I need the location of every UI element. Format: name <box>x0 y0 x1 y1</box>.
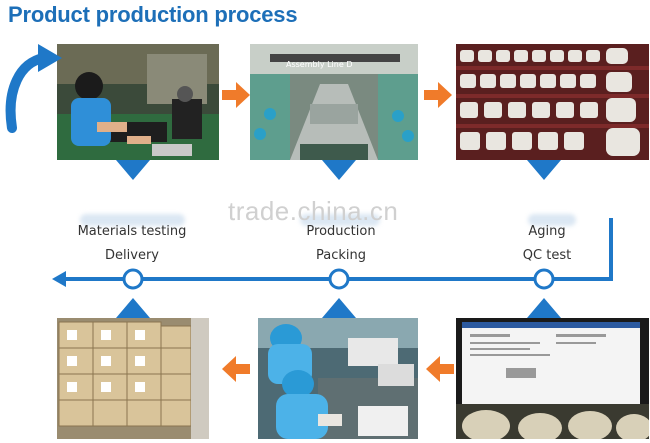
triangle-down-2-icon <box>322 160 356 180</box>
triangle-up-1-icon <box>116 298 150 318</box>
label-production: Production <box>306 224 376 239</box>
orange-arrow-right-2-icon <box>424 82 452 108</box>
watermark: trade.china.cn <box>228 196 399 226</box>
triangle-up-3-icon <box>527 298 561 318</box>
triangle-down-1-icon <box>116 160 150 180</box>
orange-arrow-right-1-icon <box>222 82 250 108</box>
page-title: Product production process <box>8 2 298 27</box>
photo-packing-workers <box>258 318 418 439</box>
flow-node-left <box>122 268 144 290</box>
flow-node-right <box>533 268 555 290</box>
label-aging: Aging <box>528 224 566 239</box>
label-qc-test: QC test <box>522 248 572 263</box>
label-materials-testing: Materials testing <box>77 224 187 239</box>
triangle-down-3-icon <box>527 160 561 180</box>
label-packing: Packing <box>315 248 366 263</box>
triangle-up-2-icon <box>322 298 356 318</box>
flow-node-middle <box>328 268 350 290</box>
photo-delivery-boxes <box>57 318 209 439</box>
flow-line-arrowhead-icon <box>52 271 66 287</box>
curved-start-arrow-icon <box>5 53 49 133</box>
assembly-line-sign: Assembly Line D <box>286 60 353 69</box>
photo-production-line: Assembly Line D <box>250 44 418 160</box>
label-delivery: Delivery <box>105 248 159 263</box>
photo-qc-test-screen <box>456 318 649 439</box>
orange-arrow-left-1-icon <box>222 356 250 382</box>
orange-arrow-left-2-icon <box>426 356 454 382</box>
photo-aging-racks <box>456 44 649 160</box>
photo-materials-testing <box>57 44 219 160</box>
